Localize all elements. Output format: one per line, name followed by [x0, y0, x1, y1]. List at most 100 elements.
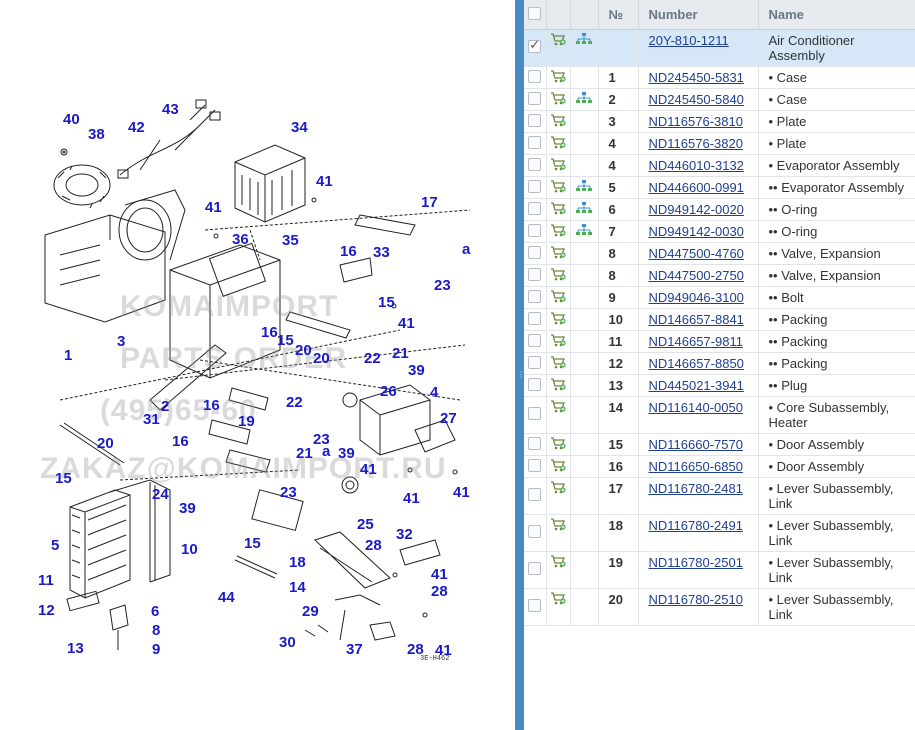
add-to-cart-button[interactable] — [546, 433, 571, 456]
row-checkbox[interactable] — [524, 330, 547, 353]
checkbox-icon[interactable] — [528, 599, 542, 612]
checkbox-icon[interactable] — [528, 223, 542, 237]
row-checkbox[interactable] — [524, 88, 547, 111]
row-checkbox[interactable] — [524, 455, 547, 478]
add-to-cart-button[interactable] — [546, 514, 571, 552]
structure-cell[interactable] — [570, 198, 599, 221]
row-checkbox[interactable] — [524, 220, 547, 243]
part-number-link[interactable]: ND245450-5831 — [648, 70, 744, 85]
part-number-link[interactable]: ND116780-2481 — [648, 481, 743, 496]
checkbox-icon[interactable] — [528, 113, 542, 127]
cart-icon[interactable] — [550, 459, 566, 472]
row-checkbox[interactable] — [524, 514, 547, 552]
cart-icon[interactable] — [550, 180, 566, 193]
add-to-cart-button[interactable] — [546, 308, 571, 331]
add-to-cart-button[interactable] — [546, 551, 571, 589]
add-to-cart-button[interactable] — [546, 29, 571, 67]
add-to-cart-button[interactable] — [546, 374, 571, 397]
cart-icon[interactable] — [550, 33, 566, 46]
cart-icon[interactable] — [550, 224, 566, 237]
checkbox-icon[interactable] — [528, 201, 542, 215]
row-checkbox[interactable] — [524, 588, 547, 626]
row-checkbox[interactable] — [524, 110, 547, 133]
structure-cell[interactable] — [570, 176, 599, 199]
cart-icon[interactable] — [550, 70, 566, 83]
checkbox-icon[interactable] — [528, 267, 542, 281]
add-to-cart-button[interactable] — [546, 352, 571, 375]
add-to-cart-button[interactable] — [546, 455, 571, 478]
checkbox-icon[interactable] — [528, 157, 542, 171]
row-checkbox[interactable] — [524, 154, 547, 177]
checkbox-icon[interactable] — [528, 562, 542, 575]
add-to-cart-button[interactable] — [546, 286, 571, 309]
checkbox-icon[interactable] — [528, 91, 542, 105]
part-number-link[interactable]: ND949142-0020 — [648, 202, 744, 217]
cart-icon[interactable] — [550, 114, 566, 127]
cart-icon[interactable] — [550, 290, 566, 303]
row-checkbox[interactable] — [524, 352, 547, 375]
cart-icon[interactable] — [550, 158, 566, 171]
row-checkbox[interactable] — [524, 308, 547, 331]
part-number-link[interactable]: ND146657-8841 — [648, 312, 744, 327]
cart-icon[interactable] — [550, 92, 566, 105]
header-number[interactable]: Number — [638, 0, 759, 30]
checkbox-icon[interactable] — [528, 37, 542, 53]
add-to-cart-button[interactable] — [546, 330, 571, 353]
checkbox-icon[interactable] — [528, 245, 542, 259]
row-checkbox[interactable] — [524, 29, 547, 67]
add-to-cart-button[interactable] — [546, 132, 571, 155]
add-to-cart-button[interactable] — [546, 220, 571, 243]
add-to-cart-button[interactable] — [546, 477, 571, 515]
cart-icon[interactable] — [550, 481, 566, 494]
part-number-link[interactable]: ND447500-4760 — [648, 246, 744, 261]
row-checkbox[interactable] — [524, 264, 547, 287]
add-to-cart-button[interactable] — [546, 88, 571, 111]
checkbox-icon[interactable] — [528, 311, 542, 325]
checkbox-icon[interactable] — [528, 377, 542, 391]
part-number-link[interactable]: ND116650-6850 — [648, 459, 743, 474]
part-number-link[interactable]: ND949046-3100 — [648, 290, 744, 305]
part-number-link[interactable]: ND116140-0050 — [648, 400, 743, 415]
hierarchy-icon[interactable] — [575, 180, 593, 192]
part-number-link[interactable]: ND146657-8850 — [648, 356, 744, 371]
part-number-link[interactable]: ND116660-7570 — [648, 437, 743, 452]
row-checkbox[interactable] — [524, 551, 547, 589]
checkbox-icon[interactable] — [528, 135, 542, 149]
part-number-link[interactable]: ND447500-2750 — [648, 268, 744, 283]
part-number-link[interactable]: ND146657-9811 — [648, 334, 743, 349]
checkbox-icon[interactable] — [528, 488, 542, 501]
cart-icon[interactable] — [550, 246, 566, 259]
header-name[interactable]: Name — [758, 0, 915, 30]
row-checkbox[interactable] — [524, 286, 547, 309]
structure-cell[interactable] — [570, 29, 599, 67]
part-number-link[interactable]: ND445021-3941 — [648, 378, 744, 393]
checkbox-icon[interactable] — [528, 333, 542, 347]
cart-icon[interactable] — [550, 518, 566, 531]
row-checkbox[interactable] — [524, 66, 547, 89]
structure-cell[interactable] — [570, 220, 599, 243]
row-checkbox[interactable] — [524, 176, 547, 199]
part-number-link[interactable]: 20Y-810-1211 — [648, 33, 729, 48]
header-select-all[interactable] — [524, 0, 547, 30]
add-to-cart-button[interactable] — [546, 176, 571, 199]
hierarchy-icon[interactable] — [575, 224, 593, 236]
add-to-cart-button[interactable] — [546, 66, 571, 89]
add-to-cart-button[interactable] — [546, 396, 571, 434]
checkbox-icon[interactable] — [528, 6, 542, 20]
row-checkbox[interactable] — [524, 374, 547, 397]
add-to-cart-button[interactable] — [546, 588, 571, 626]
